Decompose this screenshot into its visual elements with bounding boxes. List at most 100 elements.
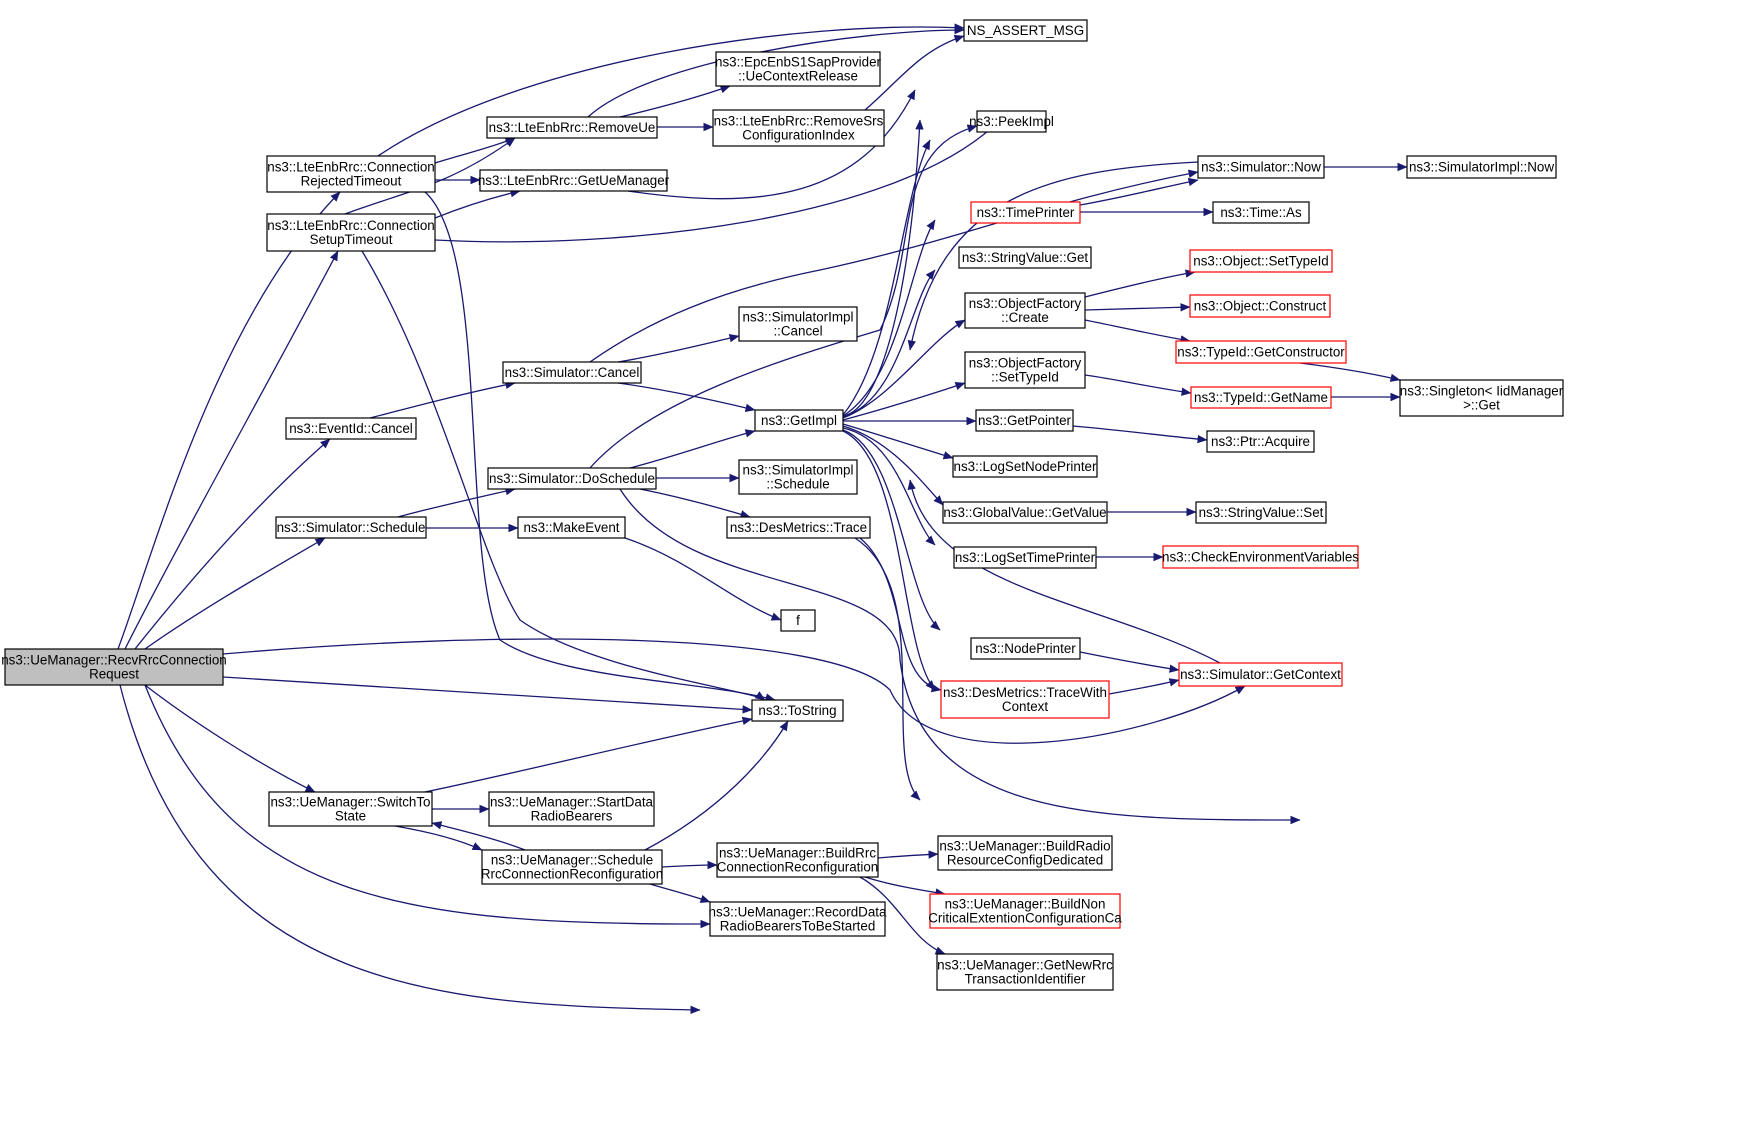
node-objFactCreate[interactable]: ns3::ObjectFactory::Create [964,292,1086,329]
node-ptrAcquire[interactable]: ns3::Ptr::Acquire [1206,430,1315,453]
node-removeSrs[interactable]: ns3::LteEnbRrc::RemoveSrsConfigurationIn… [712,109,885,147]
node-nsAssert[interactable]: NS_ASSERT_MSG [963,19,1088,42]
node-label-typeIdGetName-line-0: ns3::TypeId::GetName [1194,390,1328,405]
node-simSchedule[interactable]: ns3::Simulator::Schedule [275,516,427,539]
node-implCancel[interactable]: ns3::SimulatorImpl::Cancel [738,306,858,342]
node-getImpl[interactable]: ns3::GetImpl [754,409,844,432]
call-edge-rejTimeout-to-nsAssert [377,23,965,157]
call-edge-recv-to-simSchedule [144,537,326,650]
node-label-simCancel-line-0: ns3::Simulator::Cancel [505,365,640,380]
node-box-implSchedule [738,459,858,495]
node-getNewRrc[interactable]: ns3::UeManager::GetNewRrcTransactionIden… [936,953,1114,991]
call-edge-typeIdGetCtor-to-singletonGet [1299,362,1401,382]
node-peekImpl[interactable]: ns3::PeekImpl [969,110,1054,133]
node-label-removeUe-line-0: ns3::LteEnbRrc::RemoveUe [489,120,656,135]
node-buildRrcRecfg[interactable]: ns3::UeManager::BuildRrcConnectionReconf… [716,842,879,878]
node-label-setupTimeout-line-0: ns3::LteEnbRrc::Connection [267,218,434,233]
node-schedRrc[interactable]: ns3::UeManager::ScheduleRrcConnectionRec… [481,849,663,885]
node-timeAs[interactable]: ns3::Time::As [1212,201,1310,224]
node-label-implCancel-line-1: ::Cancel [773,324,822,339]
node-label-switchTo-line-1: State [335,809,366,824]
node-globalGetValue[interactable]: ns3::GlobalValue::GetValue [942,501,1108,524]
node-desTrace[interactable]: ns3::DesMetrics::Trace [726,516,871,539]
node-toString[interactable]: ns3::ToString [751,699,844,722]
node-label-objFactCreate-line-0: ns3::ObjectFactory [969,296,1082,311]
call-edge-getImpl-to-objFactCreate [842,319,966,419]
node-label-logSetNode-line-0: ns3::LogSetNodePrinter [954,459,1097,474]
node-box-desTrace [726,516,871,539]
call-edge-getImpl-to-logSetTime [842,427,936,546]
node-label-objFactCreate-line-1: ::Create [1001,310,1049,325]
call-edge-recv-to-toString [222,676,753,714]
call-edge-setupTimeout-to-getUeMgr [434,189,521,219]
node-typeIdGetCtor[interactable]: ns3::TypeId::GetConstructor [1175,340,1347,364]
call-edge-desTraceCtx-to-simGetContext [1108,678,1180,695]
node-box-checkEnv [1162,545,1359,569]
call-edge-objFactSetType-to-typeIdGetName [1084,374,1192,396]
node-buildNonCrit[interactable]: ns3::UeManager::BuildNonCriticalExtentio… [928,893,1122,929]
node-box-ptrAcquire [1206,430,1315,453]
node-objSetTypeId[interactable]: ns3::Object::SetTypeId [1189,249,1333,273]
node-logSetTime[interactable]: ns3::LogSetTimePrinter [953,546,1097,569]
node-box-schedRrc [481,849,663,885]
node-singletonGet[interactable]: ns3::Singleton< IidManager>::Get [1399,379,1564,417]
node-box-doSchedule [487,467,657,490]
node-simCancel[interactable]: ns3::Simulator::Cancel [502,361,642,384]
node-implSchedule[interactable]: ns3::SimulatorImpl::Schedule [738,459,858,495]
node-rejTimeout[interactable]: ns3::LteEnbRrc::ConnectionRejectedTimeou… [266,155,436,193]
node-box-typeIdGetName [1190,386,1332,409]
node-label-startData-line-1: RadioBearers [531,809,613,824]
node-label-recordData-line-0: ns3::UeManager::RecordData [709,905,887,920]
call-edge-switchTo-to-toString [424,716,753,793]
node-label-singletonGet-line-0: ns3::Singleton< IidManager [1400,384,1564,399]
node-simNow[interactable]: ns3::Simulator::Now [1197,155,1325,179]
call-edge-desTrace-to-buildRadioRes [854,537,921,801]
node-getPointer[interactable]: ns3::GetPointer [975,409,1074,432]
call-edge-setupTimeout-to-toString [361,250,766,701]
node-box-eventCancel [285,417,417,440]
node-checkEnv[interactable]: ns3::CheckEnvironmentVariables [1162,545,1359,569]
node-label-simSchedule-line-0: ns3::Simulator::Schedule [277,520,426,535]
call-edge-schedRrc-to-recordData [649,883,711,903]
node-doSchedule[interactable]: ns3::Simulator::DoSchedule [487,467,657,490]
node-box-epcRelease [715,51,881,87]
node-typeIdGetName[interactable]: ns3::TypeId::GetName [1190,386,1332,409]
node-buildRadioRes[interactable]: ns3::UeManager::BuildRadioResourceConfig… [937,835,1113,871]
node-box-logSetTime [953,546,1097,569]
node-label-timeAs-line-0: ns3::Time::As [1220,205,1302,220]
node-f[interactable]: f [780,609,816,632]
node-box-makeEvent [517,516,626,539]
node-simGetContext[interactable]: ns3::Simulator::GetContext [1178,662,1343,687]
node-objConstruct[interactable]: ns3::Object::Construct [1189,294,1331,318]
node-logSetNode[interactable]: ns3::LogSetNodePrinter [952,455,1098,478]
node-strValGet[interactable]: ns3::StringValue::Get [958,246,1092,269]
node-label-strValSet-line-0: ns3::StringValue::Set [1199,505,1324,520]
node-box-buildNonCrit [929,893,1121,929]
node-objFactSetType[interactable]: ns3::ObjectFactory::SetTypeId [964,351,1086,389]
node-removeUe[interactable]: ns3::LteEnbRrc::RemoveUe [486,116,658,139]
node-epcRelease[interactable]: ns3::EpcEnbS1SapProvider::UeContextRelea… [715,51,882,87]
node-recordData[interactable]: ns3::UeManager::RecordDataRadioBearersTo… [709,901,887,937]
node-label-startData-line-0: ns3::UeManager::StartData [490,795,654,810]
node-getUeMgr[interactable]: ns3::LteEnbRrc::GetUeManager [478,169,670,192]
node-box-recordData [709,901,886,937]
node-box-simSchedule [275,516,427,539]
call-edge-getImpl-to-nodePrinter [842,429,941,631]
node-box-f [780,609,816,632]
node-makeEvent[interactable]: ns3::MakeEvent [517,516,626,539]
node-box-strValSet [1195,501,1327,524]
node-nodePrinter[interactable]: ns3::NodePrinter [970,637,1081,660]
node-box-recv [4,648,224,686]
node-implNow[interactable]: ns3::SimulatorImpl::Now [1406,155,1557,179]
call-edge-schedRrc-to-buildRrcRecfg [661,860,718,870]
node-strValSet[interactable]: ns3::StringValue::Set [1195,501,1327,524]
call-edge-getImpl-to-peekImpl [842,139,931,416]
node-timePrinter[interactable]: ns3::TimePrinter [970,201,1081,224]
call-edge-makeEvent-to-f [624,537,782,621]
node-eventCancel[interactable]: ns3::EventId::Cancel [285,417,417,440]
